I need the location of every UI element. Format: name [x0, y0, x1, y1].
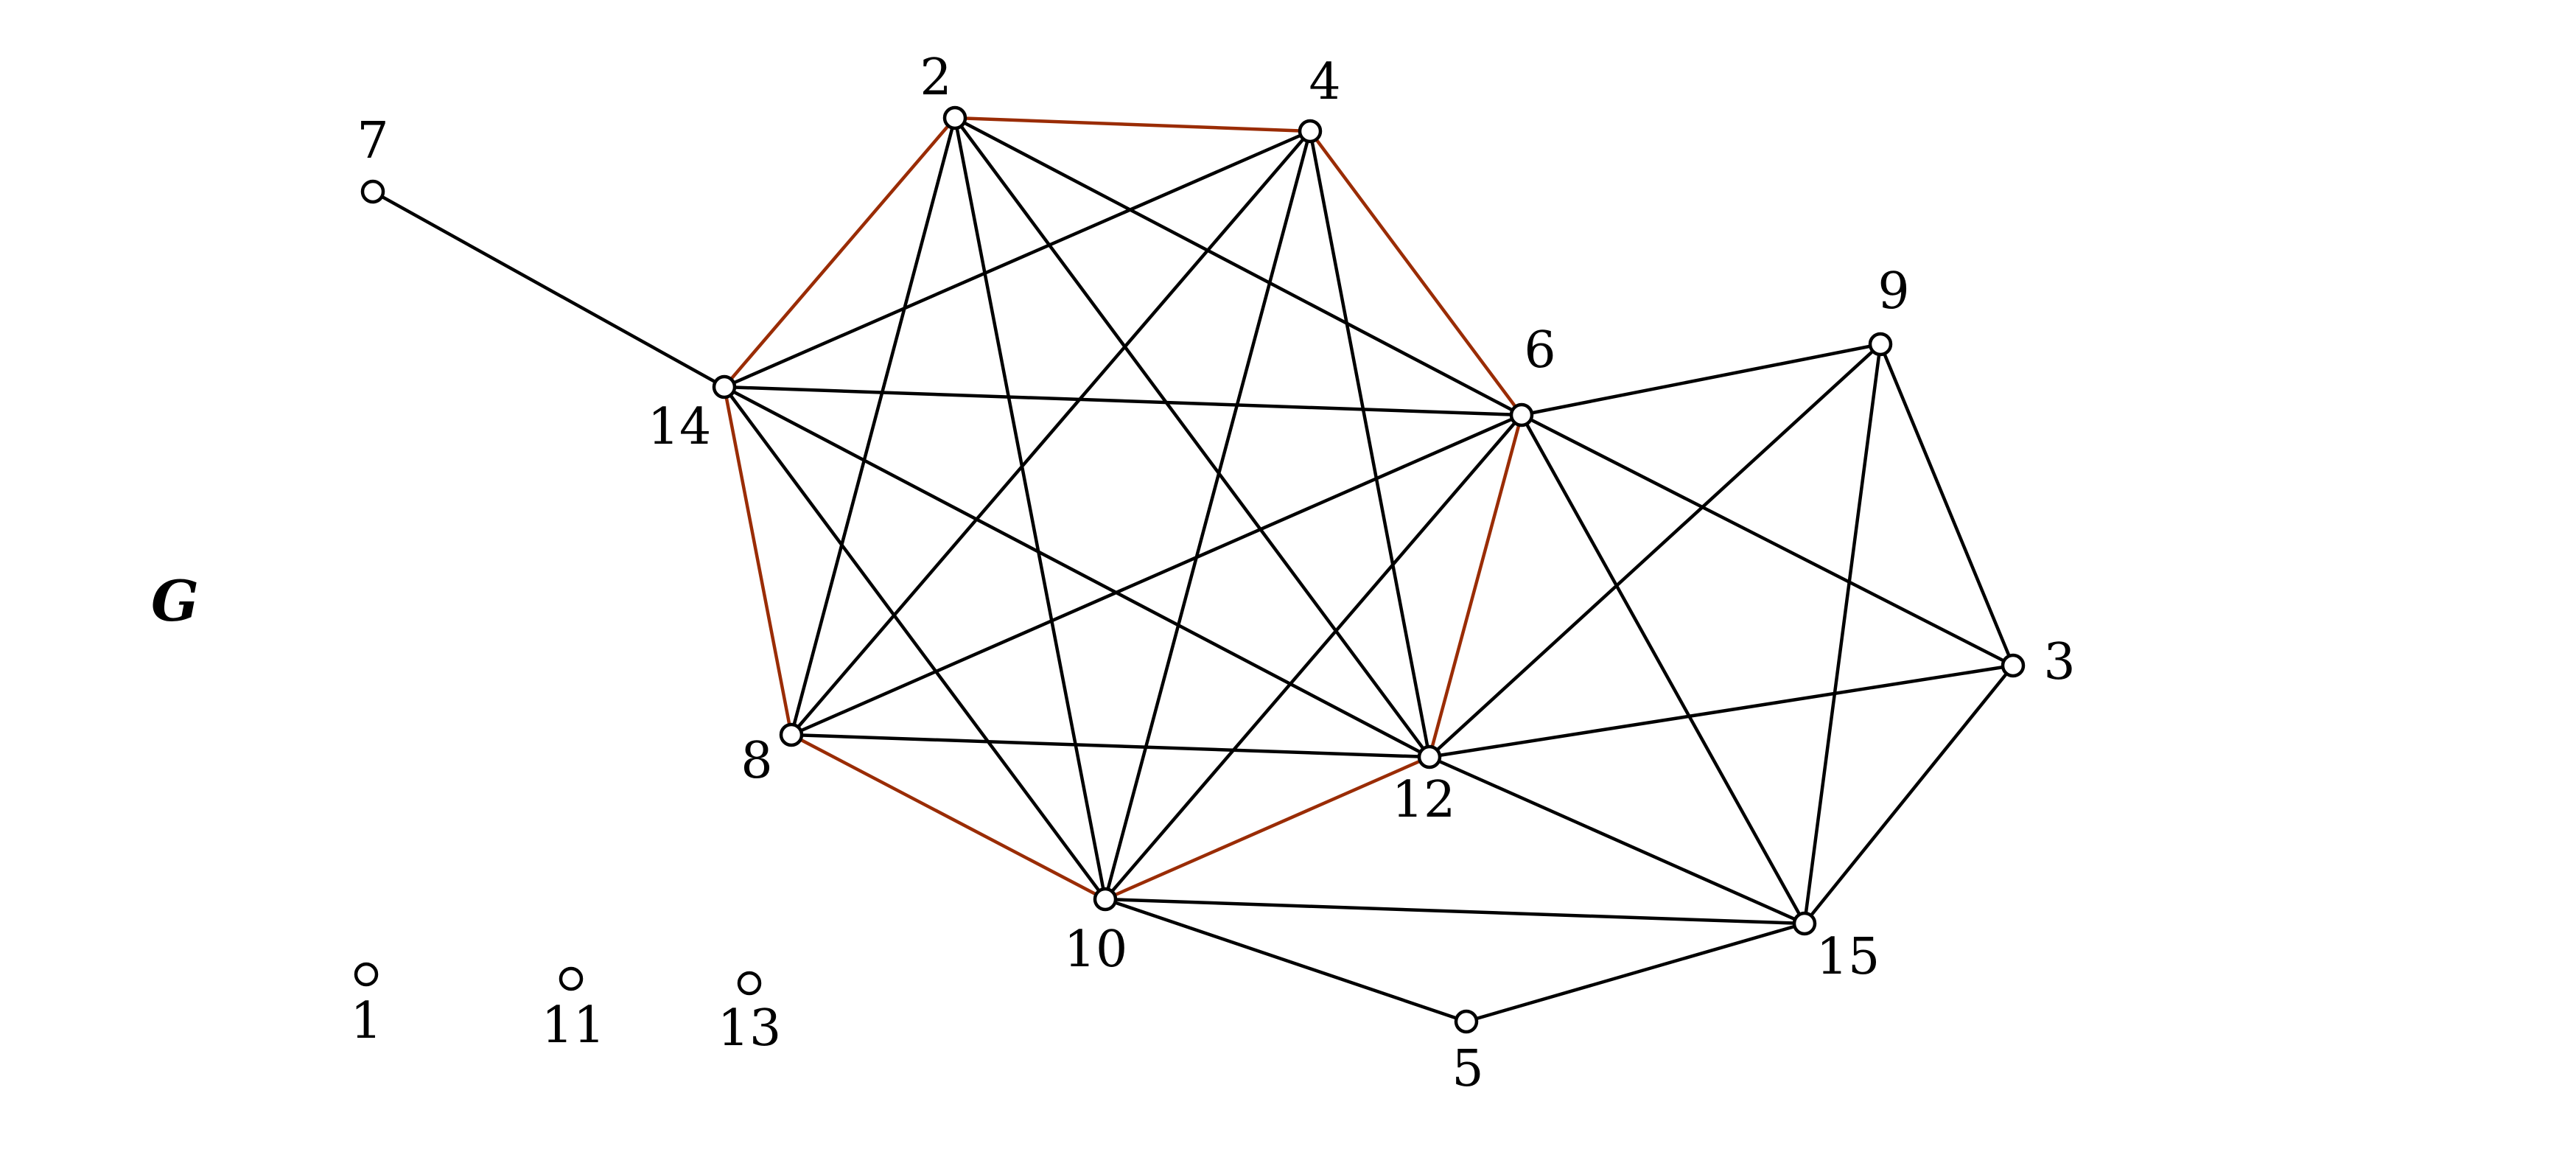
vertex-13 — [737, 971, 762, 996]
vertex-label-14: 14 — [648, 398, 712, 456]
edge-4-10 — [1103, 129, 1312, 901]
vertex-10 — [1093, 887, 1118, 912]
vertex-3 — [2001, 653, 2026, 678]
vertex-label-7: 7 — [357, 112, 388, 170]
edge-6-3 — [1519, 413, 2015, 668]
vertex-label-3: 3 — [2043, 633, 2075, 691]
vertex-label-15: 15 — [1816, 928, 1880, 986]
edge-9-15 — [1802, 342, 1883, 926]
edges-group — [371, 116, 2015, 1024]
vertex-15 — [1792, 911, 1817, 936]
highlighted-edge-8-14 — [722, 385, 794, 737]
edge-14-12 — [722, 385, 1432, 759]
highlighted-edge-14-2 — [722, 116, 957, 389]
edge-3-15 — [1802, 663, 2015, 926]
vertex-label-6: 6 — [1524, 321, 1555, 380]
highlighted-edge-6-12 — [1427, 413, 1524, 759]
edge-6-10 — [1103, 413, 1524, 901]
edge-10-15 — [1103, 897, 1807, 926]
vertex-6 — [1509, 402, 1534, 427]
edge-6-8 — [789, 413, 1524, 737]
edge-12-15 — [1427, 755, 1807, 926]
vertex-2 — [942, 105, 967, 130]
edge-2-8 — [789, 116, 957, 737]
vertices-group — [354, 105, 2026, 1034]
graph-label: G — [151, 568, 199, 634]
edge-14-10 — [722, 385, 1107, 901]
edge-12-9 — [1427, 342, 1883, 759]
highlighted-edge-4-6 — [1308, 129, 1524, 417]
vertex-9 — [1868, 332, 1893, 357]
vertex-14 — [712, 374, 737, 399]
edge-14-6 — [722, 385, 1524, 417]
edge-2-10 — [953, 116, 1107, 901]
edge-2-6 — [953, 116, 1524, 417]
edge-10-5 — [1103, 897, 1469, 1024]
vertex-label-13: 13 — [718, 999, 782, 1058]
highlighted-edge-2-4 — [953, 116, 1312, 133]
edge-4-12 — [1308, 129, 1432, 759]
vertex-label-1: 1 — [350, 992, 382, 1050]
vertex-label-10: 10 — [1064, 921, 1128, 979]
edge-5-15 — [1464, 921, 1807, 1024]
edge-12-3 — [1427, 663, 2015, 759]
edge-7-14 — [371, 189, 727, 389]
edge-4-8 — [789, 129, 1312, 737]
vertex-label-5: 5 — [1452, 1040, 1483, 1098]
vertex-11 — [559, 966, 584, 991]
edge-6-15 — [1519, 413, 1807, 926]
edge-4-14 — [722, 129, 1312, 389]
vertex-label-12: 12 — [1392, 771, 1456, 829]
highlighted-edge-10-8 — [789, 733, 1107, 901]
highlighted-edge-12-10 — [1103, 755, 1432, 901]
vertex-5 — [1454, 1009, 1479, 1034]
vertex-1 — [354, 962, 379, 987]
vertex-4 — [1298, 119, 1323, 144]
vertex-label-2: 2 — [920, 49, 951, 107]
vertex-8 — [779, 722, 804, 747]
edge-6-9 — [1519, 342, 1883, 417]
vertex-label-9: 9 — [1877, 262, 1909, 321]
vertex-label-8: 8 — [741, 732, 772, 790]
vertex-label-4: 4 — [1309, 53, 1340, 111]
edge-8-12 — [789, 733, 1432, 759]
vertex-label-11: 11 — [542, 996, 606, 1055]
vertex-7 — [360, 179, 385, 204]
edge-2-12 — [953, 116, 1432, 759]
vertex-12 — [1417, 744, 1442, 769]
edge-9-3 — [1878, 342, 2015, 668]
